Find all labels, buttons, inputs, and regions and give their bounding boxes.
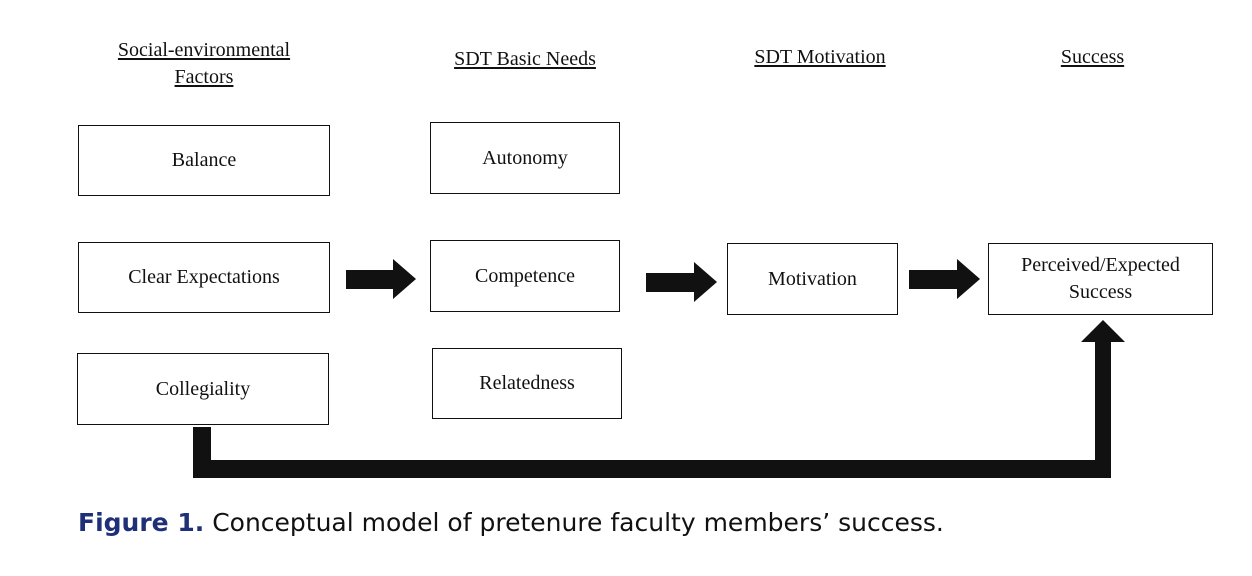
column-header-social-environmental: Social-environmental Factors <box>117 39 291 88</box>
box-autonomy-label: Autonomy <box>482 146 568 169</box>
figure-caption: Figure 1. Conceptual model of pretenure … <box>78 508 944 537</box>
arrow-collegiality-to-success <box>193 320 1125 478</box>
arrow-factors-to-needs <box>346 259 416 299</box>
figure-label: Figure 1. <box>78 508 205 537</box>
box-balance-label: Balance <box>171 149 237 171</box>
box-competence: Competence <box>430 240 620 312</box>
box-perceived-success-label: Perceived/Expected Success <box>1021 254 1180 303</box>
box-competence-label: Competence <box>475 264 575 287</box>
box-collegiality: Collegiality <box>77 353 329 425</box>
column-header-sdt-basic-needs: SDT Basic Needs <box>454 48 596 70</box>
box-collegiality-label: Collegiality <box>155 377 251 400</box>
box-autonomy: Autonomy <box>430 122 620 194</box>
column-header-success: Success <box>1060 46 1125 68</box>
box-motivation: Motivation <box>727 243 898 315</box>
box-clear-expectations: Clear Expectations <box>78 242 330 313</box>
arrow-motivation-to-success <box>909 259 980 299</box>
figure-caption-text: Conceptual model of pretenure faculty me… <box>212 508 944 537</box>
box-relatedness: Relatedness <box>432 348 622 419</box>
box-clear-expectations-label: Clear Expectations <box>128 266 280 288</box>
box-balance: Balance <box>78 125 330 196</box>
box-relatedness-label: Relatedness <box>479 372 575 394</box>
box-perceived-expected-success: Perceived/Expected Success <box>988 243 1213 315</box>
box-motivation-label: Motivation <box>768 267 857 290</box>
column-header-sdt-motivation: SDT Motivation <box>754 46 886 68</box>
arrow-needs-to-motivation <box>646 262 717 302</box>
